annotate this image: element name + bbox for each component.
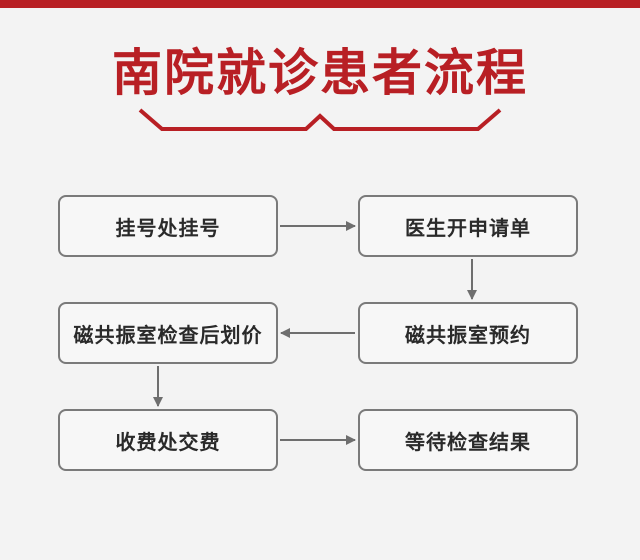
step-mri-pricing: 磁共振室检查后划价 <box>58 302 278 364</box>
step-payment: 收费处交费 <box>58 409 278 471</box>
step-doctor-request: 医生开申请单 <box>358 195 578 257</box>
step-await-results: 等待检查结果 <box>358 409 578 471</box>
page-title: 南院就诊患者流程 <box>112 44 528 102</box>
step-register: 挂号处挂号 <box>58 195 278 257</box>
top-accent-bar <box>0 0 640 8</box>
step-mri-appointment: 磁共振室预约 <box>358 302 578 364</box>
